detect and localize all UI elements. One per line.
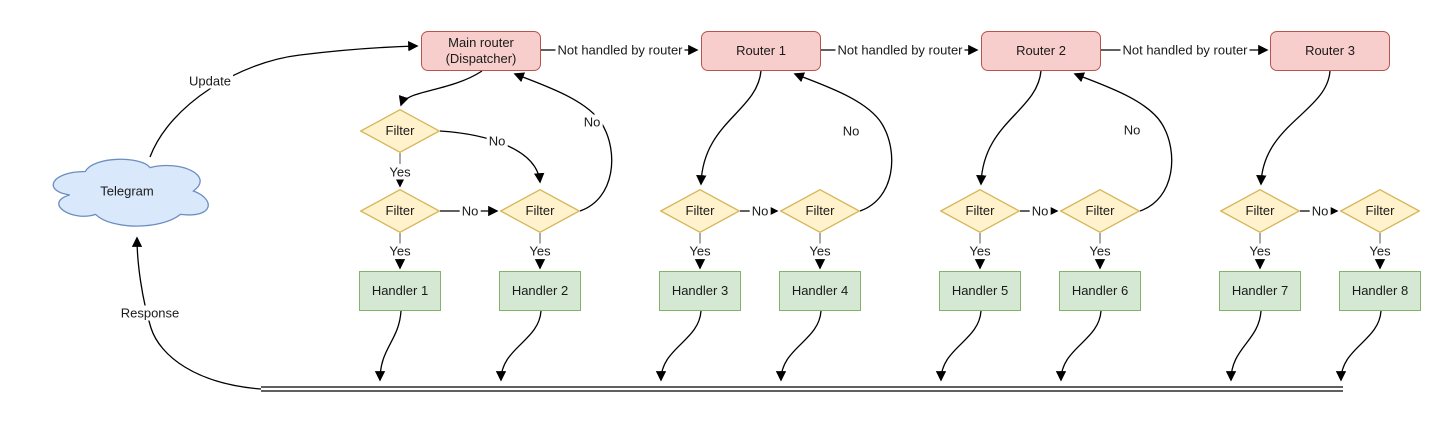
handler-label: Handler 8 <box>1351 282 1409 298</box>
edge-handler5-to-bus <box>935 310 982 382</box>
edge-label-yes: Yes <box>387 164 413 180</box>
edge-label-no: No <box>1121 122 1143 138</box>
edge-dispatcher-to-filter0 <box>398 70 483 107</box>
edge-label-yes: Yes <box>387 243 413 259</box>
diamond-shape-icon <box>660 189 740 233</box>
diamond-shape-icon <box>1340 189 1420 233</box>
edge-label-yes: Yes <box>687 243 713 259</box>
edge-handler8-to-bus <box>1335 310 1382 382</box>
node-filter-2: Filter <box>500 189 580 233</box>
edge-router3-to-filter7 <box>1256 70 1331 186</box>
handler-label: Handler 4 <box>791 282 849 298</box>
filter-label: Filter <box>385 202 415 218</box>
node-filter-7: Filter <box>1220 189 1300 233</box>
filter-label: Filter <box>525 202 555 218</box>
handler-label: Handler 1 <box>371 282 429 298</box>
node-router-2: Router 2 <box>981 31 1101 71</box>
edge-handler4-to-bus <box>775 310 822 382</box>
edge-label-no: No <box>840 123 862 139</box>
edge-handler7-to-bus <box>1225 310 1262 382</box>
node-router-1: Router 1 <box>701 31 821 71</box>
router-label: Router 3 <box>1305 42 1355 58</box>
node-dispatcher: Main router (Dispatcher) <box>421 31 541 71</box>
node-filter-3: Filter <box>660 189 740 233</box>
edge-handler2-to-bus <box>495 310 542 382</box>
edge-filter6-no-return <box>1073 72 1173 212</box>
diamond-shape-icon <box>1220 189 1300 233</box>
node-router-3: Router 3 <box>1270 31 1390 71</box>
edge-label-yes: Yes <box>967 243 993 259</box>
handler-label: Handler 7 <box>1231 282 1289 298</box>
node-filter-1: Filter <box>360 189 440 233</box>
edge-handler1-to-bus <box>374 310 402 382</box>
handler-label: Handler 5 <box>951 282 1009 298</box>
edge-handler3-to-bus <box>655 310 702 382</box>
edge-label-not-handled: Not handled by router <box>1120 42 1250 58</box>
edge-label-yes: Yes <box>1087 243 1113 259</box>
handler-label: Handler 6 <box>1071 282 1129 298</box>
node-handler-4: Handler 4 <box>779 271 861 311</box>
diamond-shape-icon <box>360 189 440 233</box>
edge-label-response: Response <box>118 305 182 321</box>
edge-label-yes: Yes <box>1367 243 1393 259</box>
diamond-shape-icon <box>780 189 860 233</box>
node-handler-3: Handler 3 <box>659 271 741 311</box>
node-filter-5: Filter <box>940 189 1020 233</box>
edge-update <box>149 41 419 158</box>
telegram-cloud <box>52 158 209 227</box>
edge-label-yes: Yes <box>1247 243 1273 259</box>
edge-label-no: No <box>459 203 481 219</box>
node-handler-1: Handler 1 <box>359 271 441 311</box>
node-handler-6: Handler 6 <box>1059 271 1141 311</box>
edge-response <box>131 236 262 390</box>
edge-label-no: No <box>749 203 771 219</box>
edge-router2-to-filter5 <box>976 70 1042 186</box>
diamond-shape-icon <box>360 109 440 153</box>
node-filter-6: Filter <box>1060 189 1140 233</box>
router-label: Router 1 <box>736 42 786 58</box>
node-handler-8: Handler 8 <box>1339 271 1421 311</box>
filter-label: Filter <box>1245 202 1275 218</box>
edge-label-no: No <box>1309 203 1331 219</box>
filter-label: Filter <box>1365 202 1395 218</box>
filter-label: Filter <box>1085 202 1115 218</box>
filter-label: Filter <box>385 122 415 138</box>
edge-filter4-no-return <box>793 72 893 212</box>
node-filter-dispatcher-top: Filter <box>360 109 440 153</box>
edge-label-update: Update <box>187 73 233 89</box>
filter-label: Filter <box>965 202 995 218</box>
filter-label: Filter <box>805 202 835 218</box>
router-label: Router 2 <box>1016 42 1066 58</box>
telegram-label: Telegram <box>100 183 154 199</box>
diamond-shape-icon <box>500 189 580 233</box>
edge-router1-to-filter3 <box>696 70 762 186</box>
edge-label-no: No <box>486 133 508 149</box>
edge-handler6-to-bus <box>1055 310 1102 382</box>
dispatcher-label: Main router (Dispatcher) <box>445 34 517 66</box>
edge-label-no: No <box>581 114 603 130</box>
node-handler-7: Handler 7 <box>1219 271 1301 311</box>
edge-label-yes: Yes <box>807 243 833 259</box>
filter-label: Filter <box>685 202 715 218</box>
node-handler-2: Handler 2 <box>499 271 581 311</box>
node-filter-8: Filter <box>1340 189 1420 233</box>
edge-label-not-handled: Not handled by router <box>835 42 965 58</box>
edge-label-yes: Yes <box>527 243 553 259</box>
node-filter-4: Filter <box>780 189 860 233</box>
diamond-shape-icon <box>1060 189 1140 233</box>
handler-label: Handler 2 <box>511 282 569 298</box>
edge-label-not-handled: Not handled by router <box>555 42 685 58</box>
handler-label: Handler 3 <box>671 282 729 298</box>
edge-label-no: No <box>1029 203 1051 219</box>
node-handler-5: Handler 5 <box>939 271 1021 311</box>
diamond-shape-icon <box>940 189 1020 233</box>
